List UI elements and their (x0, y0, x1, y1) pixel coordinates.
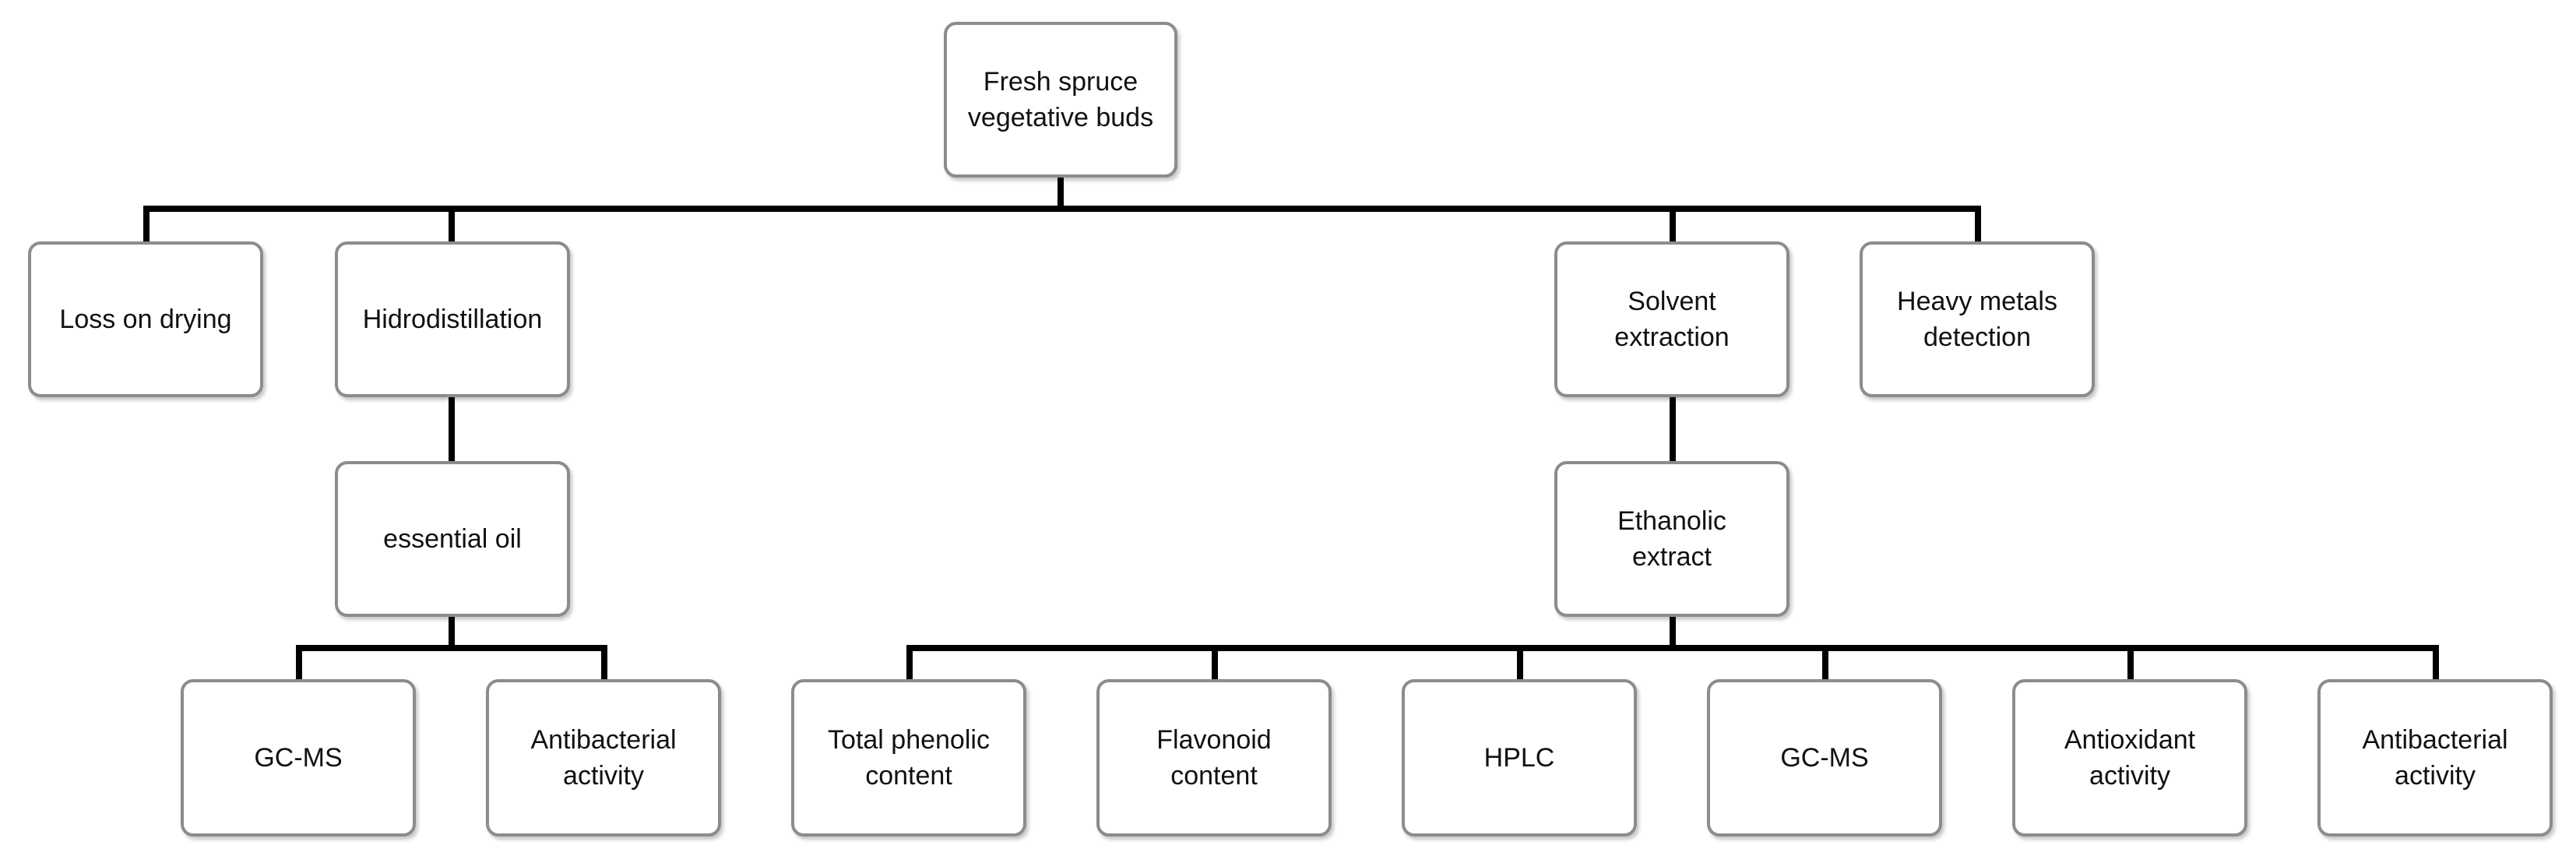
node-solvent-extraction: Solvent extraction (1554, 241, 1789, 397)
node-extract-gcms: GC-MS (1707, 679, 1942, 837)
node-label: Ethanolic extract (1617, 506, 1726, 572)
node-label: Loss on drying (59, 305, 232, 334)
node-label: GC-MS (254, 743, 343, 773)
node-label: HPLC (1483, 743, 1555, 773)
node-label: Fresh spruce vegetative buds (967, 67, 1154, 132)
node-loss-on-drying: Loss on drying (28, 241, 263, 397)
node-total-phenolic-content: Total phenolic content (791, 679, 1026, 837)
node-fresh-spruce-buds: Fresh spruce vegetative buds (944, 22, 1177, 178)
node-label: Antibacterial activity (530, 725, 677, 791)
node-label: Antibacterial activity (2362, 725, 2508, 791)
node-heavy-metals-detection: Heavy metals detection (1860, 241, 2095, 397)
node-label: Total phenolic content (828, 725, 990, 791)
node-label: Hidrodistillation (362, 305, 543, 334)
node-label: Solvent extraction (1614, 287, 1730, 352)
node-extract-antibacterial-activity: Antibacterial activity (2317, 679, 2553, 837)
node-label: Flavonoid content (1156, 725, 1272, 791)
node-label: essential oil (383, 524, 522, 554)
node-label: GC-MS (1780, 743, 1869, 773)
node-label: Antioxidant activity (2064, 725, 2196, 791)
node-label: Heavy metals detection (1897, 287, 2057, 352)
node-antioxidant-activity: Antioxidant activity (2012, 679, 2247, 837)
node-flavonoid-content: Flavonoid content (1096, 679, 1332, 837)
node-essential-oil: essential oil (335, 461, 570, 617)
node-oil-antibacterial-activity: Antibacterial activity (486, 679, 721, 837)
node-hydrodistillation: Hidrodistillation (335, 241, 570, 397)
node-oil-gcms: GC-MS (181, 679, 416, 837)
node-hplc: HPLC (1402, 679, 1637, 837)
node-ethanolic-extract: Ethanolic extract (1554, 461, 1789, 617)
